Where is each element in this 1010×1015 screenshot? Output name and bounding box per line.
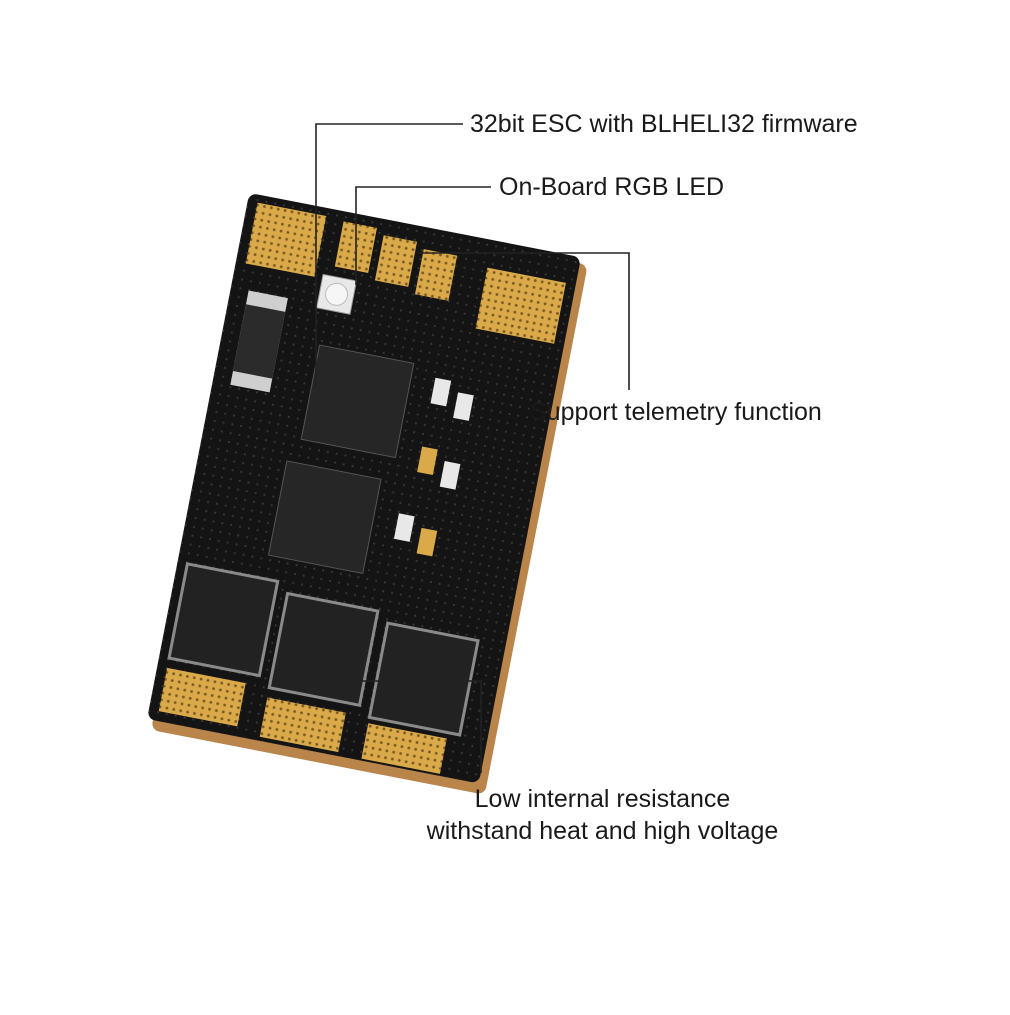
driver-chip xyxy=(267,460,382,575)
motor-pad-a xyxy=(158,667,246,727)
smd-part xyxy=(417,446,438,476)
leader-line-esc xyxy=(315,123,463,388)
esc-board xyxy=(148,194,587,794)
signal-pad-2 xyxy=(374,235,418,287)
top-right-pad xyxy=(475,267,566,344)
leader-line-telemetry xyxy=(418,252,630,390)
shunt-resistor xyxy=(233,304,286,379)
smd-part xyxy=(439,461,461,490)
signal-pad-3 xyxy=(414,249,458,301)
callout-resistance-line1: Low internal resistance xyxy=(474,785,731,813)
smd-part xyxy=(416,527,438,557)
leader-lines xyxy=(298,123,630,773)
callout-resistance: Low internal resistance withstand heat a… xyxy=(380,783,825,847)
smd-part xyxy=(430,377,452,407)
smd-part xyxy=(453,392,474,421)
callout-telemetry: Support telemetry function xyxy=(530,398,822,426)
mcu-chip xyxy=(300,344,415,459)
leader-line-resistance xyxy=(298,680,482,773)
top-left-pad xyxy=(245,202,327,277)
rgb-led-lens xyxy=(325,282,349,306)
motor-pad-b xyxy=(259,697,346,753)
callout-esc: 32bit ESC with BLHELI32 firmware xyxy=(470,110,858,138)
callout-resistance-line2: withstand heat and high voltage xyxy=(426,817,779,845)
smd-part xyxy=(393,513,415,542)
motor-pad-c xyxy=(361,723,447,774)
mosfet-3 xyxy=(367,621,480,737)
mosfet-2 xyxy=(267,591,380,708)
leader-line-led xyxy=(355,186,491,285)
mosfet-1 xyxy=(167,562,280,678)
callout-led: On-Board RGB LED xyxy=(499,173,725,201)
